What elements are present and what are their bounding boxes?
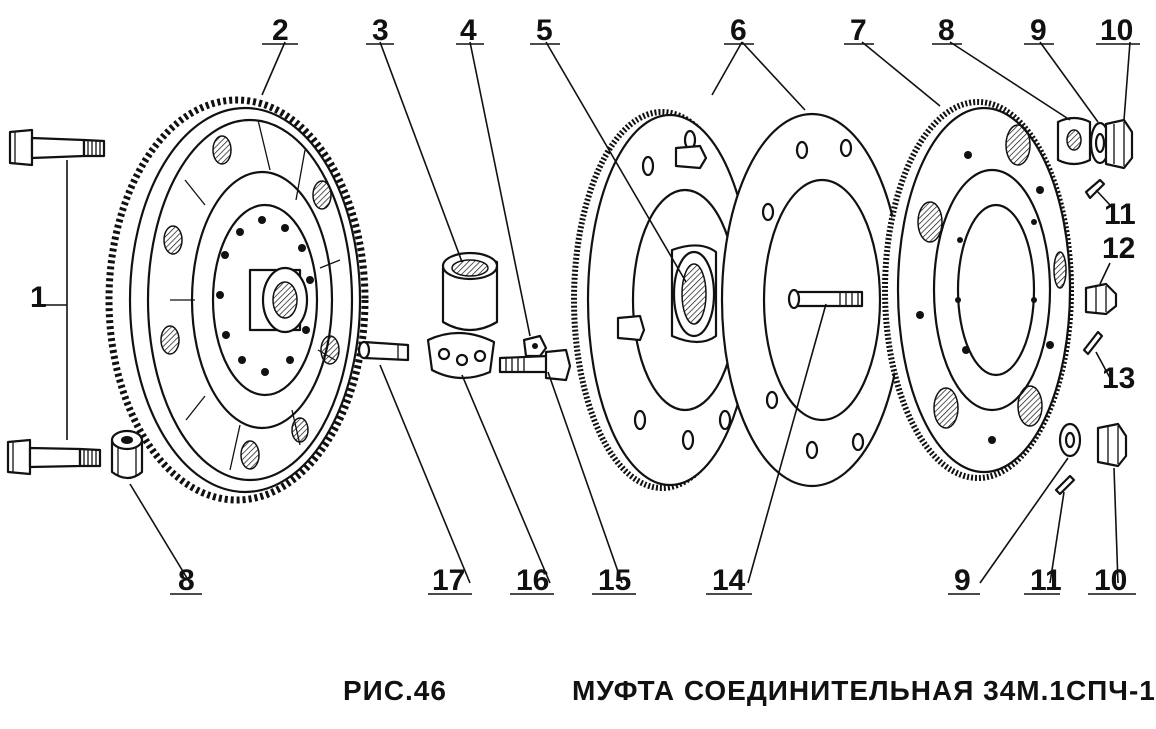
lock-plate <box>426 331 496 380</box>
small-nut <box>522 334 548 358</box>
cotter-pin-13 <box>1082 330 1104 356</box>
callout-11-bottom: 11 <box>1030 564 1062 597</box>
castle-nut-12 <box>1084 282 1118 316</box>
callout-17: 17 <box>432 564 465 597</box>
callout-11-top: 11 <box>1104 198 1136 231</box>
bushing <box>441 251 499 332</box>
callout-9-bottom: 9 <box>954 564 971 597</box>
callout-8-top: 8 <box>938 14 955 47</box>
figure-number: РИС.46 <box>343 675 447 706</box>
callout-1: 1 <box>30 281 47 314</box>
stud-bolt-top <box>8 128 106 167</box>
callout-labels: 1 2 3 4 5 6 7 8 9 10 11 12 13 14 15 16 1… <box>30 14 1136 597</box>
pressure-plate <box>882 99 1074 481</box>
callout-5: 5 <box>536 14 553 47</box>
callout-6: 6 <box>730 14 747 47</box>
callout-2: 2 <box>272 14 289 47</box>
figure-title: МУФТА СОЕДИНИТЕЛЬНАЯ 34М.1СПЧ-1 <box>572 675 1156 706</box>
callout-13: 13 <box>1102 362 1135 395</box>
callout-14: 14 <box>712 564 746 597</box>
cotter-pin-bottom <box>1054 474 1076 496</box>
callout-underlines <box>170 43 1140 595</box>
castle-nut-bottom <box>1096 422 1128 468</box>
washer-right-bottom <box>1058 422 1082 458</box>
flywheel-bolt-holes <box>160 135 340 470</box>
nut-right-top <box>1056 116 1092 166</box>
callout-7: 7 <box>850 14 867 47</box>
stud-bolt-bottom <box>6 438 102 476</box>
flywheel-ring-gear <box>105 96 369 504</box>
coupling-disc <box>571 109 754 491</box>
nut-left <box>110 429 144 480</box>
callout-8-bottom: 8 <box>178 564 195 597</box>
callout-10-top: 10 <box>1100 14 1133 47</box>
callout-12: 12 <box>1102 232 1135 265</box>
stud-center <box>787 288 864 310</box>
pin <box>357 340 410 362</box>
callout-16: 16 <box>516 564 549 597</box>
callout-4: 4 <box>460 14 477 47</box>
leader-lines <box>40 41 1131 584</box>
bolt <box>498 348 572 382</box>
callout-9-top: 9 <box>1030 14 1047 47</box>
flywheel-hub <box>216 216 314 376</box>
callout-15: 15 <box>598 564 631 597</box>
callout-10-bottom: 10 <box>1094 564 1127 597</box>
castle-nut-top <box>1104 118 1134 170</box>
cotter-pin-top <box>1084 178 1106 200</box>
callout-3: 3 <box>372 14 389 47</box>
